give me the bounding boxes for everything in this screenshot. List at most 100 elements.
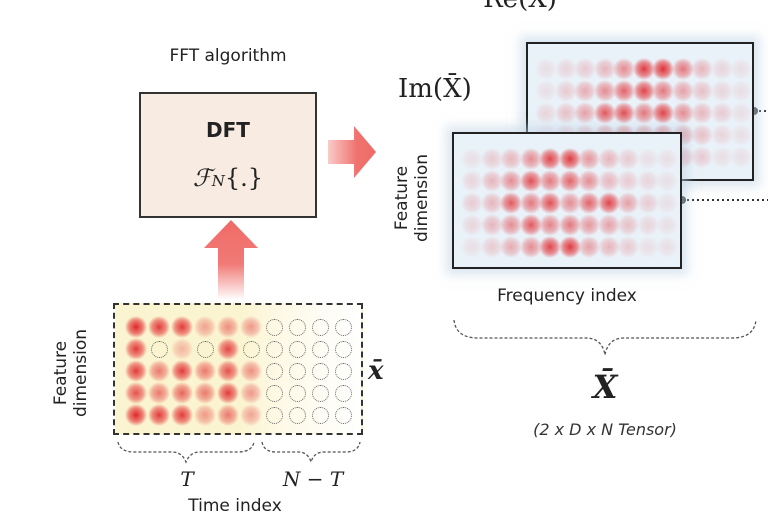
output-feature-dimension-label: Feature dimension [392,153,432,243]
padding-empty-cell [334,340,352,358]
dft-box: DFT ℱN{.} [139,92,317,218]
imaginary-coefficient-cell [519,214,542,236]
real-coefficient-cell [671,102,694,124]
padding-empty-cell [311,406,329,424]
input-value-cell [240,382,262,404]
imaginary-coefficient-cell [539,148,561,170]
dft-title: DFT [206,118,250,142]
input-value-cell [125,316,147,338]
padding-empty-cell [311,362,329,380]
real-coefficient-cell [554,102,577,124]
padding-empty-cell [265,318,283,336]
imaginary-coefficient-cell [578,236,600,258]
real-coefficient-cell [574,80,596,102]
real-coefficient-cell [652,58,674,80]
padding-empty-cell [265,340,283,358]
real-coefficient-cell [535,58,557,80]
real-coefficient-cell [710,80,733,102]
real-coefficient-cell [535,102,557,124]
imaginary-coefficient-cell [558,192,581,214]
input-value-cell [217,382,239,404]
N-minus-T-brace [261,441,361,465]
imaginary-coefficient-cell [480,148,503,170]
real-coefficient-cell [632,80,655,102]
imaginary-coefficient-cell [578,192,600,214]
input-tensor [113,303,363,435]
imaginary-coefficient-cell [539,214,561,236]
imaginary-coefficient-cell [656,236,678,258]
imaginary-coefficient-cell [578,214,600,236]
real-coefficient-cell [593,102,616,124]
real-coefficient-cell [671,58,694,80]
imaginary-coefficient-cell [558,214,581,236]
real-part-label: Re(X̄) [440,0,600,14]
imaginary-coefficient-cell [597,192,620,214]
input-value-cell [171,316,193,338]
imaginary-coefficient-cell [519,148,542,170]
imaginary-coefficient-cell [519,192,542,214]
imaginary-part-panel [452,132,682,269]
padding-empty-cell [265,406,283,424]
tensor-shape-label: (2 x D x N Tensor) [533,420,677,439]
padding-empty-cell [334,318,352,336]
padding-empty-cell [288,406,306,424]
imaginary-coefficient-cell [617,170,639,192]
input-value-cell [194,404,216,426]
padding-empty-cell [288,384,306,402]
imaginary-coefficient-cell [461,170,483,192]
input-value-cell [125,360,147,382]
imaginary-coefficient-cell [500,192,522,214]
input-value-cell [171,338,193,360]
real-coefficient-cell [593,80,616,102]
input-value-cell [125,382,147,404]
imaginary-coefficient-cell [636,214,659,236]
real-coefficient-cell [593,58,616,80]
real-coefficient-cell [613,102,635,124]
real-coefficient-cell [632,102,655,124]
imaginary-coefficient-cell [597,214,620,236]
padding-empty-cell [288,362,306,380]
real-coefficient-cell [691,80,713,102]
input-empty-cell [196,340,214,358]
N-minus-T-label: N − T [282,467,344,491]
real-coefficient-cell [554,80,577,102]
padding-empty-cell [265,362,283,380]
input-value-cell [148,316,170,338]
real-coefficient-cell [613,58,635,80]
imaginary-coefficient-cell [461,236,483,258]
input-value-cell [148,360,170,382]
padding-empty-cell [311,384,329,402]
real-coefficient-cell [671,80,694,102]
imaginary-coefficient-cell [500,236,522,258]
imaginary-coefficient-cell [461,148,483,170]
input-value-cell [171,382,193,404]
imaginary-coefficient-cell [461,214,483,236]
imaginary-coefficient-cell [461,192,483,214]
real-coefficient-cell [730,146,752,168]
time-index-label: Time index [188,496,282,516]
dft-formula-operand: {.} [224,164,264,192]
imaginary-coefficient-cell [617,192,639,214]
padding-empty-cell [288,318,306,336]
imaginary-coefficient-cell [636,148,659,170]
imaginary-coefficient-cell [539,236,561,258]
padding-empty-cell [334,384,352,402]
imaginary-coefficient-cell [578,148,600,170]
input-value-cell [194,316,216,338]
real-coefficient-cell [554,58,577,80]
input-empty-cell [150,340,168,358]
input-value-cell [240,316,262,338]
real-coefficient-cell [691,124,713,146]
input-value-cell [171,360,193,382]
input-x-symbol: x̄ [368,356,384,386]
padding-empty-cell [265,384,283,402]
imaginary-coefficient-cell [480,214,503,236]
imaginary-coefficient-cell [500,214,522,236]
real-coefficient-cell [730,58,752,80]
real-coefficient-cell [730,102,752,124]
input-value-cell [217,360,239,382]
real-coefficient-cell [574,102,596,124]
up-arrow [204,220,258,300]
imaginary-coefficient-cell [558,236,581,258]
